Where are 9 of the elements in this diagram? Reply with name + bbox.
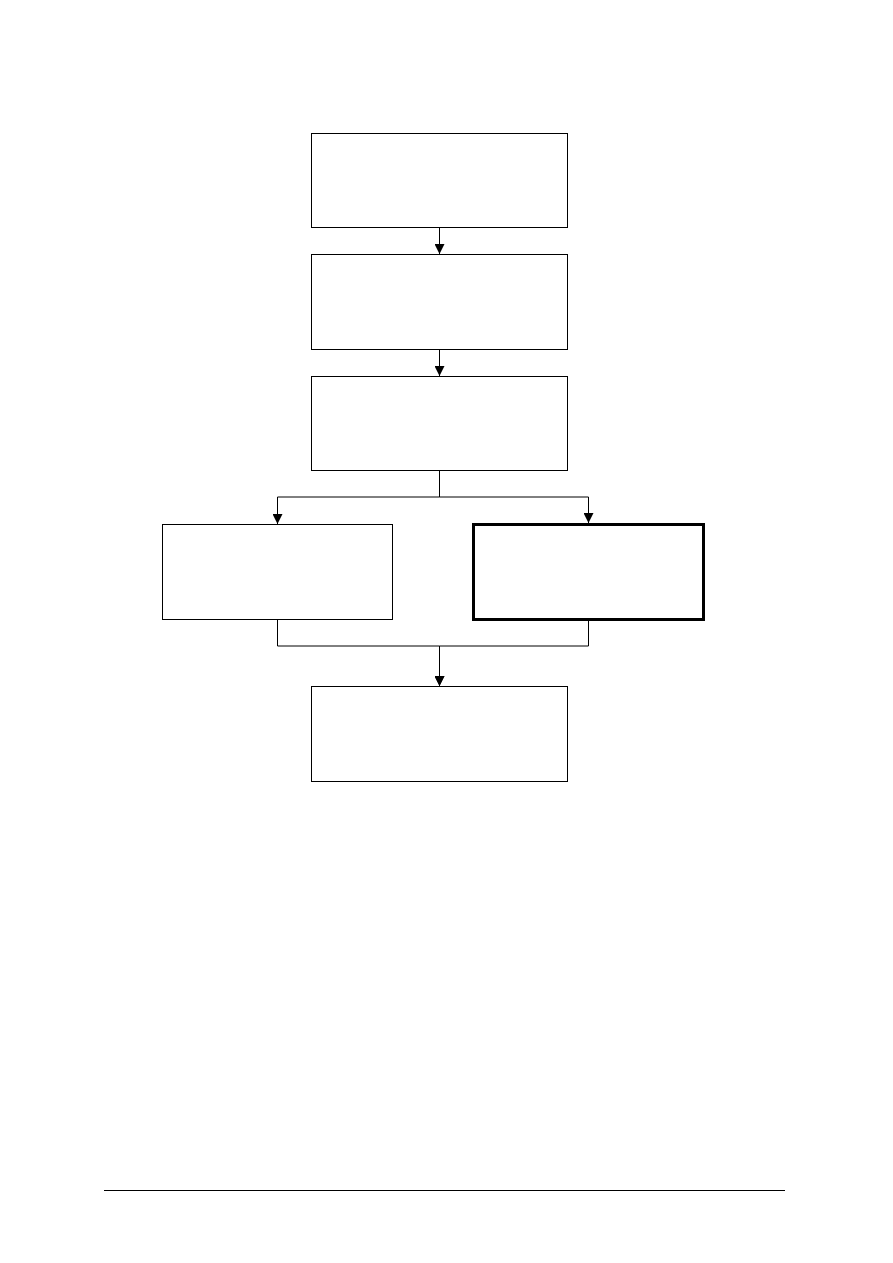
arrow [434, 227, 445, 255]
process-box [311, 133, 568, 228]
arrow [434, 620, 589, 687]
process-box [472, 523, 705, 621]
process-box [311, 686, 568, 782]
arrow [434, 349, 445, 377]
process-box [162, 524, 393, 620]
process-box [311, 254, 568, 350]
process-box [311, 376, 568, 471]
